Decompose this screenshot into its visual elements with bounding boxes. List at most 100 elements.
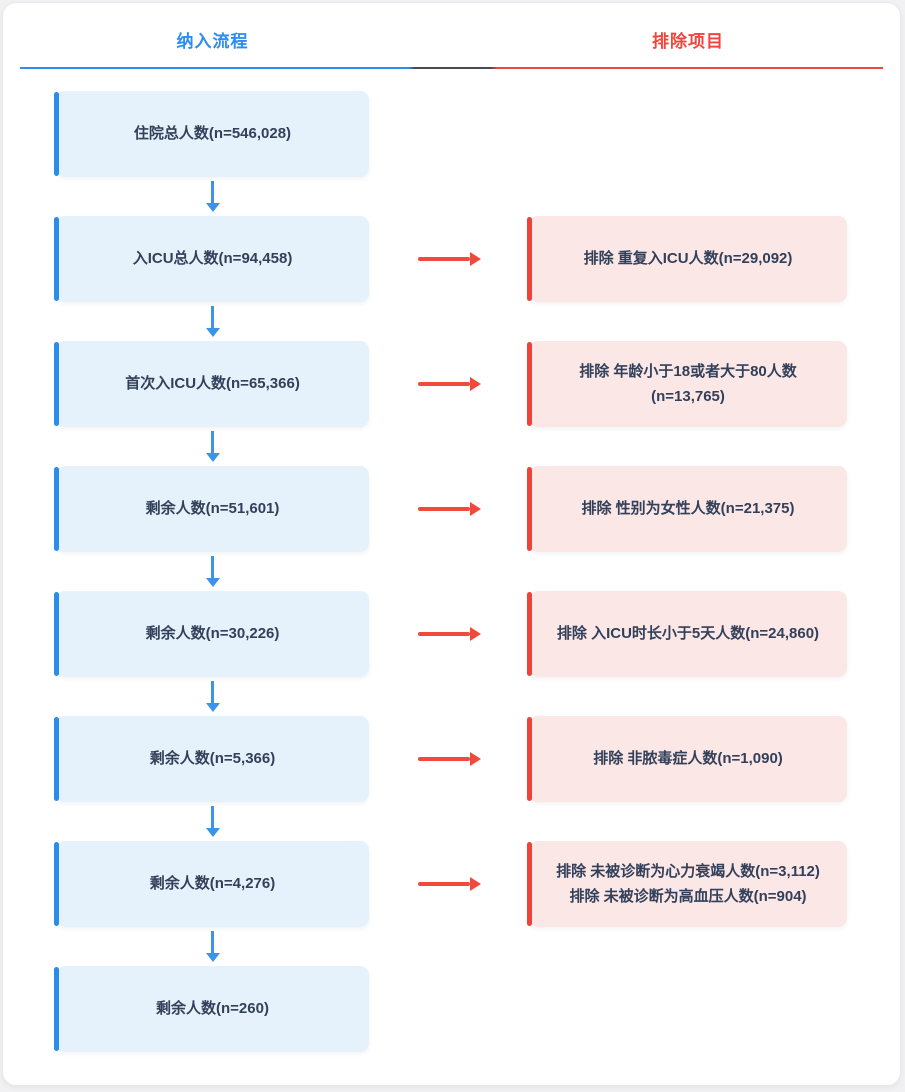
arrow-head (469, 252, 481, 266)
right-arrow-icon (417, 502, 481, 516)
right-arrow-icon (417, 377, 481, 391)
connector-cell (369, 591, 529, 677)
accent-bar (54, 92, 59, 176)
accent-bar (527, 717, 532, 801)
inclusion-cell: 剩余人数(n=260) (54, 966, 369, 1052)
inclusion-cell: 剩余人数(n=4,276) (54, 841, 369, 966)
arrow-head (205, 453, 220, 462)
inclusion-box: 剩余人数(n=51,601) (54, 466, 369, 552)
accent-bar (54, 842, 59, 926)
accent-bar (527, 842, 532, 926)
accent-bar (54, 717, 59, 801)
flow-row: 入ICU总人数(n=94,458) 排除 重复入ICU人数(n=29,092) (3, 216, 900, 341)
accent-bar (54, 967, 59, 1051)
connector-cell (369, 91, 529, 177)
inclusion-box: 剩余人数(n=5,366) (54, 716, 369, 802)
down-arrow-icon (56, 677, 369, 716)
inclusion-box: 剩余人数(n=260) (54, 966, 369, 1052)
flow-row: 首次入ICU人数(n=65,366) 排除 年龄小于18或者大于80人数(n=1… (3, 341, 900, 466)
exclusion-cell: 排除 未被诊断为心力衰竭人数(n=3,112) 排除 未被诊断为高血压人数(n=… (527, 841, 847, 966)
arrow-stem (417, 882, 470, 886)
accent-bar (54, 467, 59, 551)
exclusion-box: 排除 性别为女性人数(n=21,375) (527, 466, 847, 552)
accent-bar (54, 342, 59, 426)
inclusion-box: 入ICU总人数(n=94,458) (54, 216, 369, 302)
right-arrow-icon (417, 877, 481, 891)
arrow-stem (211, 306, 214, 328)
inclusion-cell: 住院总人数(n=546,028) (54, 91, 369, 216)
exclusion-box: 排除 年龄小于18或者大于80人数(n=13,765) (527, 341, 847, 427)
exclusion-box: 排除 未被诊断为心力衰竭人数(n=3,112) 排除 未被诊断为高血压人数(n=… (527, 841, 847, 927)
arrow-head (205, 828, 220, 837)
column-headers: 纳入流程 排除项目 (3, 27, 900, 52)
exclusion-box-label: 排除 年龄小于18或者大于80人数(n=13,765) (579, 362, 797, 406)
arrow-stem (211, 431, 214, 453)
accent-bar (527, 342, 532, 426)
exclusion-cell: 排除 非脓毒症人数(n=1,090) (527, 716, 847, 841)
arrow-stem (417, 632, 470, 636)
right-arrow-icon (417, 752, 481, 766)
exclusion-cell (529, 966, 847, 1052)
exclusion-cell: 排除 性别为女性人数(n=21,375) (527, 466, 847, 591)
arrow-head (469, 627, 481, 641)
connector-cell (369, 466, 529, 552)
inclusion-cell: 首次入ICU人数(n=65,366) (54, 341, 369, 466)
arrow-head (205, 328, 220, 337)
accent-bar (527, 217, 532, 301)
exclusion-box-label: 排除 未被诊断为高血压人数(n=904) (569, 888, 807, 905)
inclusion-cell: 入ICU总人数(n=94,458) (54, 216, 369, 341)
arrow-head (469, 877, 481, 891)
inclusion-box-label: 首次入ICU人数(n=65,366) (125, 375, 300, 393)
inclusion-column-title: 纳入流程 (176, 32, 249, 51)
down-arrow-icon (56, 552, 369, 591)
down-arrow-icon (56, 927, 369, 966)
exclusion-cell (529, 91, 847, 216)
flow-row: 剩余人数(n=4,276) 排除 未被诊断为心力衰竭人数(n=3,112) 排除… (3, 841, 900, 966)
header-spacer (369, 27, 529, 52)
down-arrow-icon (56, 302, 369, 341)
arrow-stem (211, 556, 214, 578)
arrow-head (205, 578, 220, 587)
exclusion-cell: 排除 重复入ICU人数(n=29,092) (527, 216, 847, 341)
connector-cell (369, 216, 529, 302)
accent-bar (54, 592, 59, 676)
exclusion-column-title: 排除项目 (652, 32, 724, 51)
down-arrow-icon (56, 177, 369, 216)
arrow-stem (417, 507, 470, 511)
arrow-stem (211, 931, 214, 953)
inclusion-box-label: 剩余人数(n=4,276) (149, 875, 276, 893)
right-arrow-icon (417, 252, 481, 266)
connector-cell (369, 966, 529, 1052)
accent-bar (527, 467, 532, 551)
arrow-head (205, 703, 220, 712)
accent-bar (527, 592, 532, 676)
inclusion-cell: 剩余人数(n=5,366) (54, 716, 369, 841)
arrow-stem (417, 757, 470, 761)
flow-row: 剩余人数(n=5,366) 排除 非脓毒症人数(n=1,090) (3, 716, 900, 841)
exclusion-box-label: 排除 未被诊断为心力衰竭人数(n=3,112) (556, 862, 820, 880)
down-arrow-icon (56, 427, 369, 466)
inclusion-box-label: 剩余人数(n=260) (156, 1000, 269, 1018)
flow-diagram: 住院总人数(n=546,028) 入ICU总人数(n=94,458) (3, 91, 900, 1052)
header-underline (20, 67, 883, 69)
inclusion-box: 剩余人数(n=4,276) (54, 841, 369, 927)
connector-cell (369, 341, 529, 427)
exclusion-box-label: 排除 入ICU时长小于5天人数(n=24,860) (556, 625, 820, 643)
exclusion-box: 排除 重复入ICU人数(n=29,092) (527, 216, 847, 302)
arrow-stem (211, 681, 214, 703)
right-arrow-icon (417, 627, 481, 641)
arrow-stem (417, 257, 470, 261)
arrow-head (205, 203, 220, 212)
exclusion-cell: 排除 入ICU时长小于5天人数(n=24,860) (527, 591, 847, 716)
arrow-stem (417, 382, 470, 386)
arrow-stem (211, 806, 214, 828)
inclusion-box-label: 剩余人数(n=51,601) (145, 500, 280, 518)
exclusion-box: 排除 非脓毒症人数(n=1,090) (527, 716, 847, 802)
arrow-stem (211, 181, 214, 203)
arrow-head (205, 953, 220, 962)
exclusion-box: 排除 入ICU时长小于5天人数(n=24,860) (527, 591, 847, 677)
inclusion-cell: 剩余人数(n=30,226) (54, 591, 369, 716)
accent-bar (54, 217, 59, 301)
connector-cell (369, 841, 529, 927)
arrow-head (469, 502, 481, 516)
